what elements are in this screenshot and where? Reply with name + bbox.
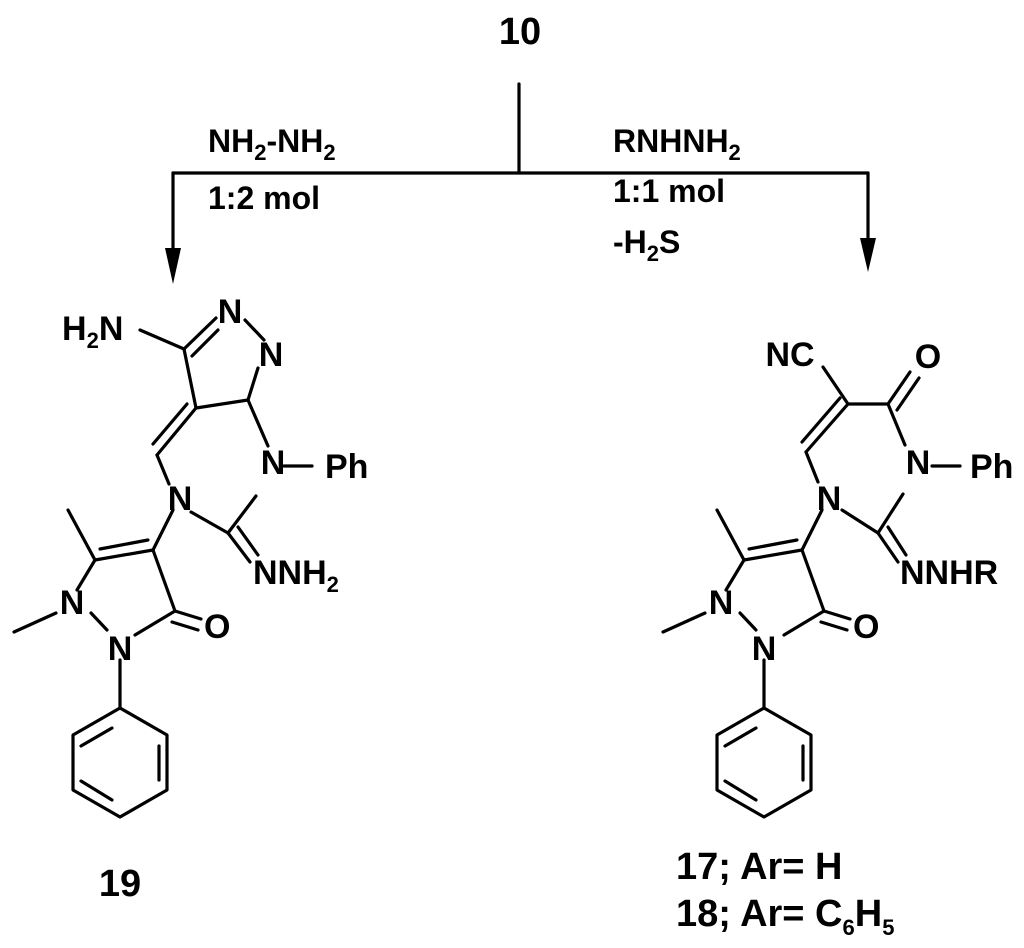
svg-text:O: O (853, 608, 879, 646)
left-product-structure (12, 316, 314, 819)
svg-text:O: O (915, 338, 941, 376)
svg-text:Ph: Ph (325, 448, 368, 486)
svg-text:O: O (204, 608, 230, 646)
svg-text:N: N (60, 584, 85, 622)
svg-text:NNHR: NNHR (900, 554, 998, 592)
svg-text:N: N (261, 444, 286, 482)
right-byproduct: -H2S (613, 224, 680, 266)
svg-text:N: N (817, 480, 842, 518)
svg-text:N: N (218, 293, 243, 331)
right-arrowhead (860, 238, 876, 272)
svg-text:N: N (752, 630, 777, 668)
svg-text:H2N: H2N (62, 310, 123, 353)
right-product-structure (661, 365, 962, 819)
right-product-atoms: NC O N Ph N NNHR N N O (709, 336, 1014, 668)
right-product-label-17: 17; Ar= H (676, 846, 843, 888)
svg-text:NNH2: NNH2 (253, 554, 339, 597)
svg-text:NC: NC (765, 336, 814, 374)
left-reagent: NH2-NH2 (208, 123, 336, 165)
right-product-label-18: 18; Ar= C6H5 (676, 893, 894, 940)
left-ratio: 1:2 mol (208, 180, 320, 216)
start-compound-label: 10 (499, 11, 541, 53)
left-product-atoms: H2N N N N Ph N NNH2 N N O (60, 293, 369, 668)
svg-text:Ph: Ph (970, 448, 1013, 486)
branch-arrows (165, 82, 876, 284)
right-ratio: 1:1 mol (613, 173, 725, 209)
svg-text:N: N (168, 480, 193, 518)
svg-text:N: N (709, 584, 734, 622)
svg-text:N: N (259, 336, 284, 374)
svg-text:N: N (906, 444, 931, 482)
left-product-label: 19 (99, 863, 141, 905)
left-arrowhead (165, 248, 181, 284)
right-reagent: RNHNH2 (613, 123, 741, 165)
svg-text:N: N (108, 630, 133, 668)
